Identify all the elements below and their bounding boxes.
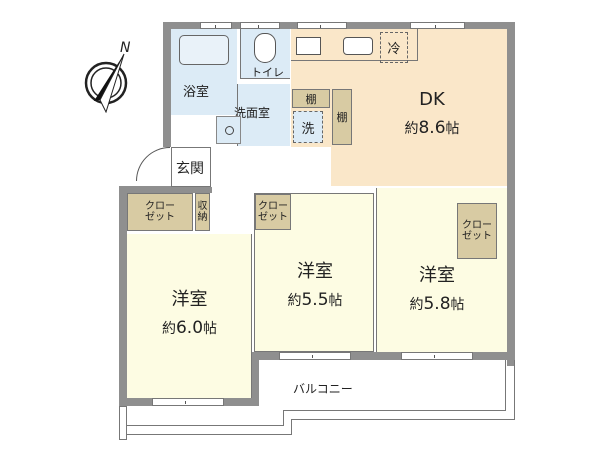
- window: [401, 352, 473, 360]
- wall-top-left-bedroom: [119, 186, 212, 193]
- western-room-3-size: 約5.8帖: [409, 293, 465, 314]
- western-room-1: 洋室 約6.0帖: [127, 234, 252, 398]
- closet-2[interactable]: クロー ゼット: [255, 194, 291, 230]
- balcony-label: バルコニー: [293, 382, 353, 396]
- western-room-2-label: 洋室: [297, 261, 333, 283]
- refrigerator: 冷: [380, 32, 408, 63]
- window: [297, 22, 347, 29]
- entrance: 玄関: [171, 147, 211, 187]
- balcony-rail-bottom-outer: [127, 434, 292, 435]
- hallway: [211, 147, 331, 187]
- western-room-1-size: 約6.0帖: [161, 317, 218, 338]
- balcony-rail-step-outer: [291, 419, 292, 435]
- toilet-icon: [254, 33, 276, 63]
- washbasin-icon: [225, 126, 234, 135]
- stove-icon: [296, 37, 321, 55]
- wall-left-lower: [119, 186, 127, 406]
- balcony-rail-right-outer: [514, 360, 515, 420]
- bathroom-label: 浴室: [183, 85, 210, 100]
- wall-right: [507, 22, 515, 366]
- toilet-label: トイレ: [251, 66, 284, 79]
- balcony-rail-right: [505, 360, 506, 411]
- dk-label: DK: [419, 89, 445, 111]
- entrance-door[interactable]: [136, 147, 170, 181]
- balcony: バルコニー: [259, 360, 507, 410]
- washing-machine-space: 洗: [293, 111, 323, 143]
- dk-size: 約8.6帖: [404, 117, 460, 138]
- compass-icon: [84, 53, 128, 114]
- shelf-horizontal: 棚: [292, 89, 330, 108]
- shelf-vertical: 棚: [332, 89, 352, 145]
- western-room-3-label: 洋室: [419, 265, 455, 287]
- bathroom: 浴室: [171, 29, 237, 115]
- compass-north-label: N: [120, 40, 131, 56]
- balcony-rail-outer: [291, 419, 515, 420]
- washroom: 洗面室: [234, 84, 290, 146]
- washroom-label: 洗面室: [234, 106, 271, 120]
- window: [152, 398, 224, 406]
- wall-left-upper: [163, 22, 171, 147]
- balcony-rail-step-inner: [283, 410, 284, 426]
- wall-bedroom1-right-lower: [251, 352, 259, 406]
- window: [410, 22, 465, 29]
- storage-cupboard[interactable]: 収納: [195, 193, 210, 231]
- western-room-2-size: 約5.5帖: [287, 289, 343, 310]
- window: [200, 22, 232, 29]
- balcony-rail-bottom-inner: [127, 425, 284, 426]
- window: [279, 352, 351, 360]
- counter: [291, 29, 418, 61]
- entrance-label: 玄関: [176, 161, 204, 177]
- balcony-rail-inner: [283, 410, 506, 411]
- window: [240, 22, 280, 29]
- washbasin: [216, 116, 241, 144]
- western-room-1-label: 洋室: [171, 289, 208, 311]
- balcony-post-left: [119, 406, 127, 440]
- toilet-room: トイレ: [240, 29, 290, 79]
- closet-3[interactable]: クロー ゼット: [457, 203, 497, 259]
- wall-bottom-bedrooms: [251, 352, 515, 360]
- bathtub-icon: [179, 35, 229, 65]
- compass: N: [80, 38, 140, 114]
- closet-1[interactable]: クロー ゼット: [127, 193, 193, 231]
- sink-icon: [343, 37, 373, 55]
